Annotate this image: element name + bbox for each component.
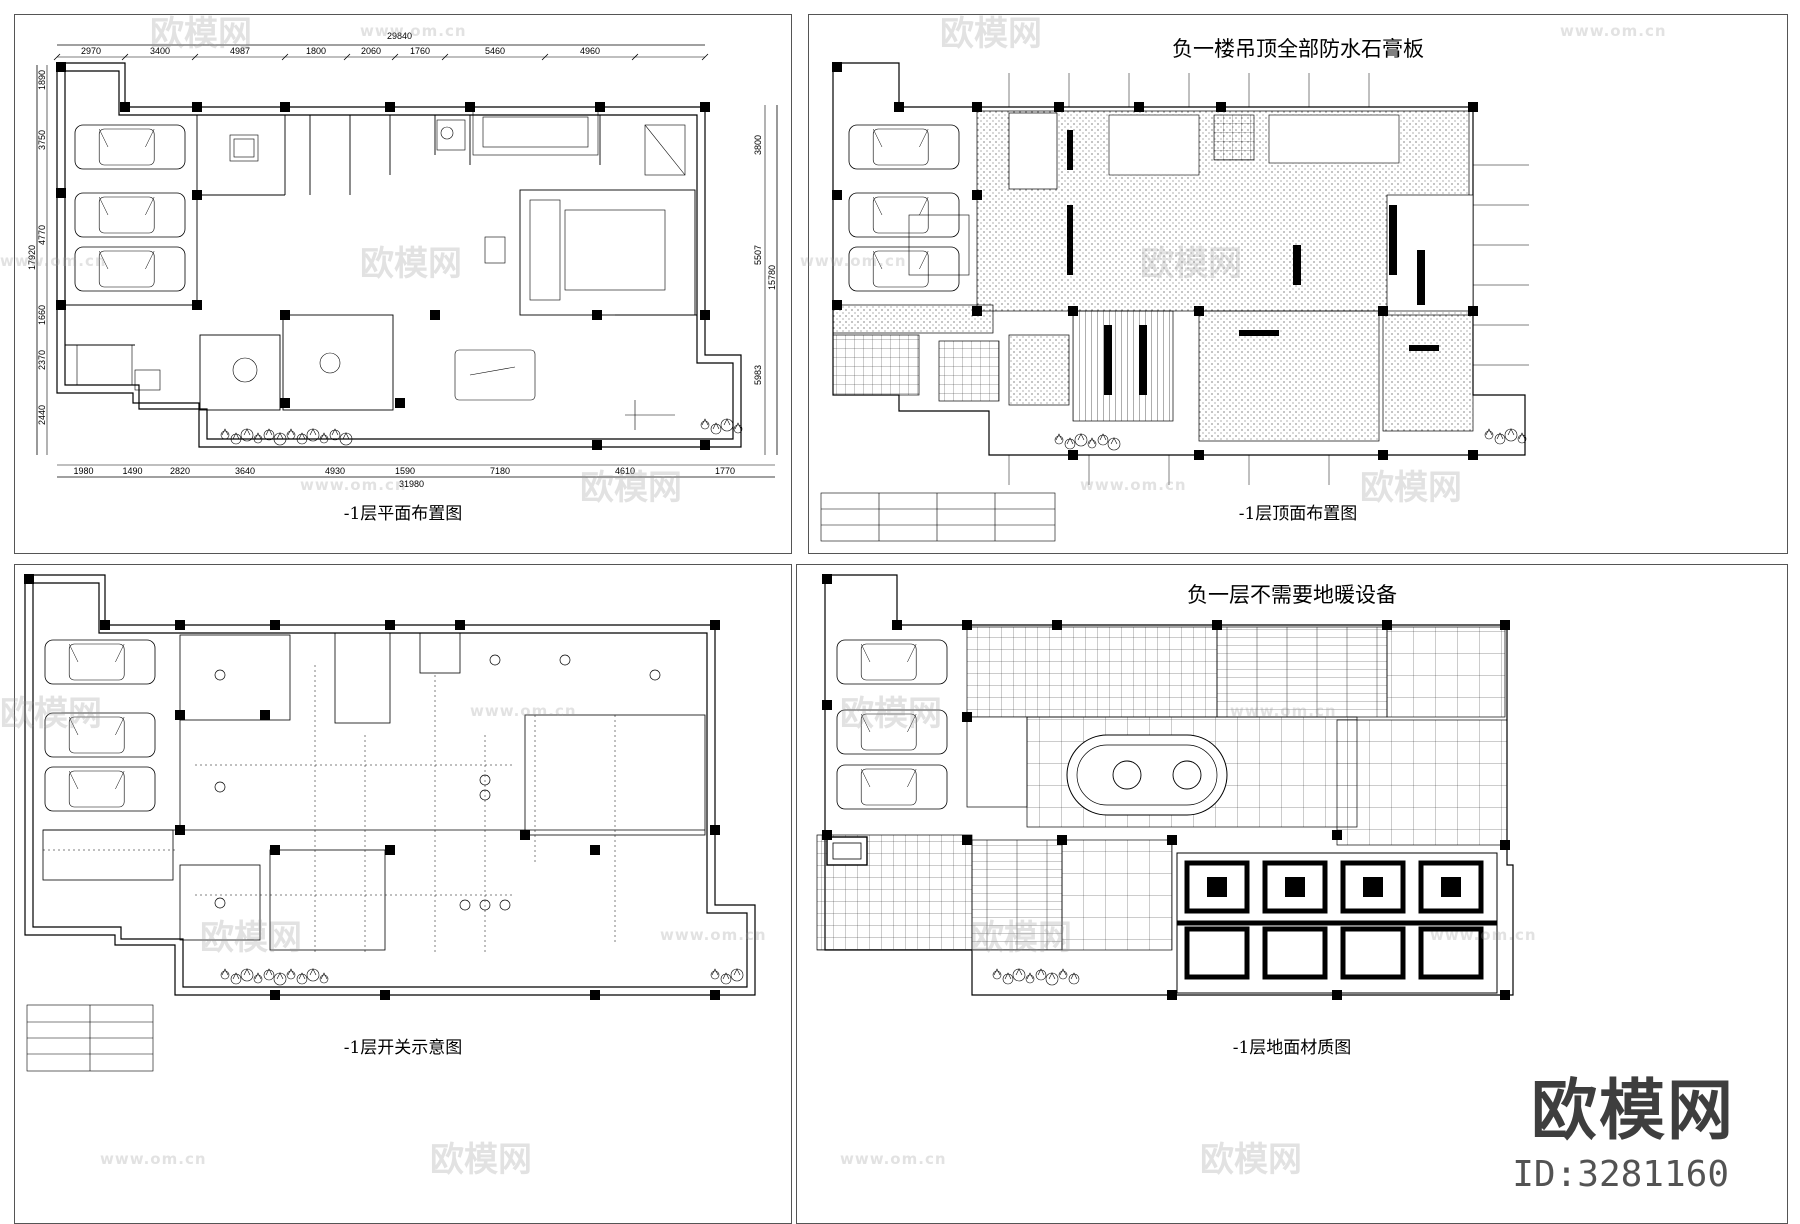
switch-plan-drawing	[24, 574, 756, 1072]
brand-id: ID:3281160	[1512, 1154, 1729, 1195]
dim-bottom-segment: 2820	[170, 466, 190, 476]
dim-left-total: 17920	[27, 245, 37, 270]
floor-plan-caption: -1层平面布置图	[343, 504, 463, 524]
floor-plan-drawing: 29840 2970 3400 4987 1800 2060 1760 5460 4960 3…	[27, 31, 778, 489]
brand-watermark: 欧模网	[1531, 1072, 1735, 1149]
floor-material-note: 负一层不需要地暖设备	[1187, 583, 1397, 607]
ceiling-plan-note: 负一楼吊顶全部防水石膏板	[1172, 37, 1424, 61]
dim-right-segment: 3800	[753, 135, 763, 155]
dim-bottom-segment: 4930	[325, 466, 345, 476]
dim-left-segment: 1660	[37, 305, 47, 325]
dim-top-segment: 2970	[81, 46, 101, 56]
panel-floor-plan: 29840 2970 3400 4987 1800 2060 1760 5460 4960 3…	[14, 14, 792, 554]
dim-top-segment: 1800	[306, 46, 326, 56]
panel-switch-plan: -1层开关示意图	[14, 564, 792, 1224]
dim-bottom-segment: 7180	[490, 466, 510, 476]
dim-right-segment: 5507	[753, 245, 763, 265]
dim-bottom-segment: 1980	[74, 466, 94, 476]
panel-floor-material: 负一层不需要地暖设备 -1层地面材质图 欧模网 ID:3281160	[796, 564, 1788, 1224]
dim-left-segment: 3750	[37, 130, 47, 150]
panel-ceiling-plan: 负一楼吊顶全部防水石膏板 -1层顶面布置图	[808, 14, 1788, 554]
dim-bottom-segment: 1770	[715, 466, 735, 476]
dim-left-segment: 1890	[37, 70, 47, 90]
dim-top-segment: 3400	[150, 46, 170, 56]
ceiling-plan-caption: -1层顶面布置图	[1238, 504, 1358, 524]
dim-right-segment: 15780	[767, 265, 777, 290]
dim-top-segment: 4960	[580, 46, 600, 56]
switch-plan-caption: -1层开关示意图	[343, 1038, 463, 1058]
dim-top-segment: 5460	[485, 46, 505, 56]
floor-material-caption: -1层地面材质图	[1232, 1038, 1352, 1058]
dim-top-segment: 1760	[410, 46, 430, 56]
dim-left-segment: 2370	[37, 350, 47, 370]
dim-right-segment: 5983	[753, 365, 763, 385]
dim-bottom-total: 31980	[399, 479, 424, 489]
dim-left-segment: 4770	[37, 225, 47, 245]
dim-bottom-segment: 3640	[235, 466, 255, 476]
dim-bottom-segment: 1490	[123, 466, 143, 476]
dim-top-total: 29840	[387, 31, 412, 41]
dim-left-segment: 2440	[37, 405, 47, 425]
floor-material-drawing	[816, 574, 1514, 1000]
ceiling-plan-drawing	[820, 62, 1529, 542]
dim-top-segment: 2060	[361, 46, 381, 56]
dim-bottom-segment: 4610	[615, 466, 635, 476]
dim-top-segment: 4987	[230, 46, 250, 56]
dim-bottom-segment: 1590	[395, 466, 415, 476]
